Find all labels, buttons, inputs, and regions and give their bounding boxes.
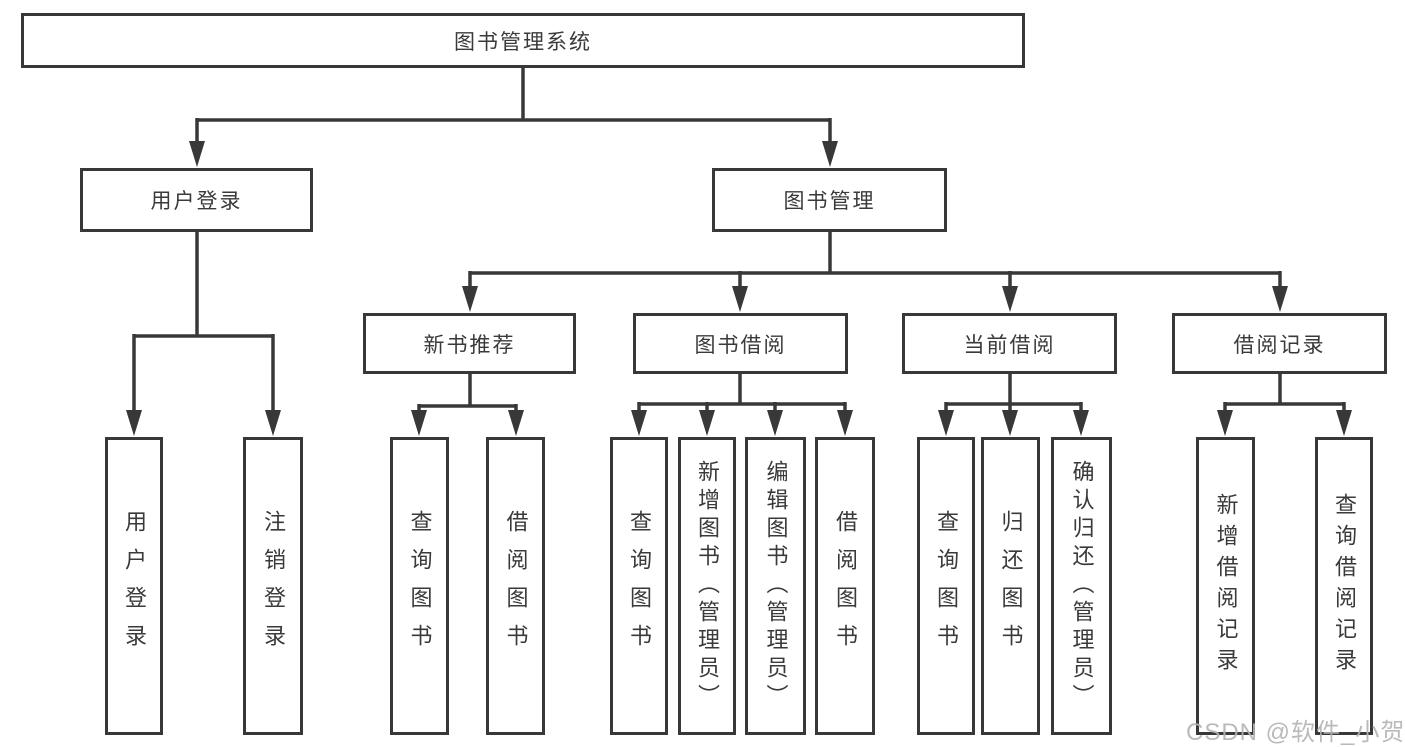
connector-new-book-recommendation-children — [411, 374, 524, 436]
node-user-login-leaf: 用户登录 — [105, 437, 163, 735]
node-library-management-system: 图书管理系统 — [21, 13, 1025, 68]
node-edit-book-admin: 编辑图书（管理员） — [745, 437, 806, 735]
node-return-books: 归还图书 — [981, 437, 1040, 735]
node-logout: 注销登录 — [243, 437, 303, 735]
node-query-books-2: 查询图书 — [610, 437, 668, 735]
node-book-management: 图书管理 — [712, 168, 947, 232]
arrow-down-icon — [1336, 410, 1352, 436]
arrow-down-icon — [1073, 410, 1089, 436]
node-add-borrow-record: 新增借阅记录 — [1196, 437, 1255, 735]
connector-current-borrowing-children — [938, 374, 1089, 436]
node-book-borrowing: 图书借阅 — [633, 313, 848, 374]
node-borrow-books-2: 借阅图书 — [815, 437, 875, 735]
connector-book-borrowing-children — [631, 374, 853, 436]
arrow-down-icon — [189, 141, 205, 167]
node-query-books-1: 查询图书 — [390, 437, 449, 735]
node-borrow-books-1: 借阅图书 — [486, 437, 545, 735]
watermark: CSDN @软件_小贺同学 — [1186, 719, 1405, 746]
node-current-borrowing: 当前借阅 — [902, 313, 1117, 374]
node-confirm-return-admin: 确认归还（管理员） — [1051, 437, 1112, 735]
node-borrowing-records: 借阅记录 — [1172, 313, 1387, 374]
arrow-down-icon — [1217, 410, 1233, 436]
arrow-down-icon — [837, 410, 853, 436]
node-query-books-3: 查询图书 — [917, 437, 975, 735]
node-user-login: 用户登录 — [80, 168, 313, 232]
arrow-down-icon — [767, 410, 783, 436]
arrow-down-icon — [938, 410, 954, 436]
connector-borrowing-records-children — [1217, 374, 1352, 436]
arrow-down-icon — [822, 141, 838, 167]
arrow-down-icon — [699, 410, 715, 436]
node-new-book-recommendation: 新书推荐 — [363, 313, 576, 374]
arrow-down-icon — [732, 286, 748, 312]
arrow-down-icon — [265, 410, 281, 436]
arrow-down-icon — [1002, 410, 1018, 436]
node-query-borrow-record: 查询借阅记录 — [1315, 437, 1373, 735]
connector-user-login-children — [126, 232, 281, 436]
connector-root-to-level1 — [189, 68, 838, 167]
arrow-down-icon — [1002, 286, 1018, 312]
arrow-down-icon — [462, 286, 478, 312]
connector-book-management-children — [462, 232, 1288, 312]
node-add-book-admin: 新增图书（管理员） — [678, 437, 736, 735]
arrow-down-icon — [411, 410, 427, 436]
arrow-down-icon — [631, 410, 647, 436]
arrow-down-icon — [1272, 286, 1288, 312]
arrow-down-icon — [126, 410, 142, 436]
arrow-down-icon — [508, 410, 524, 436]
